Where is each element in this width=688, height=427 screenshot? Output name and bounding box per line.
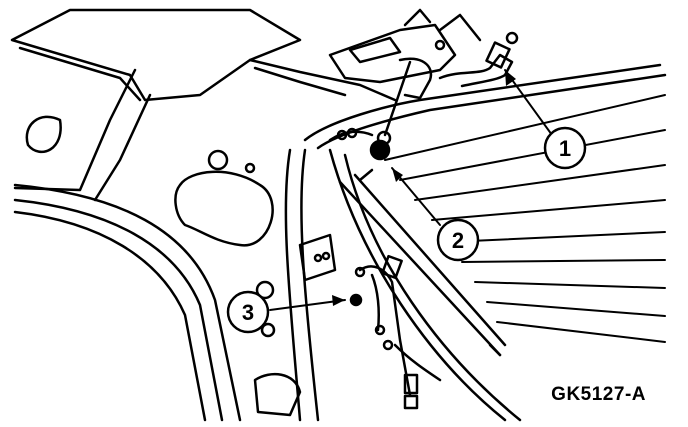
callout-label-1: 1: [559, 136, 571, 161]
glass-reflection-lines: [384, 94, 666, 343]
leader-arrowheads: [332, 70, 516, 306]
arrowhead-3: [332, 295, 345, 306]
latch-assembly: [328, 8, 482, 137]
arrowhead-1: [505, 70, 516, 86]
roof-panel: [10, 8, 397, 202]
leader-line-3: [269, 299, 346, 311]
callout-circle-2: [436, 218, 480, 262]
figure-id: GK5127-A: [551, 384, 646, 405]
callout-circle-3: [226, 290, 270, 334]
callout-label-2: 2: [452, 228, 464, 253]
arrowhead-2: [392, 168, 403, 182]
wiring-harness: [328, 127, 442, 410]
liftgate-glass: [303, 63, 667, 422]
leader-lines: [269, 69, 553, 311]
callout-label-3: 3: [242, 300, 254, 325]
callout-circle-1: [543, 126, 587, 170]
quarter-panel: [13, 148, 337, 422]
component-1-connector: [438, 31, 519, 88]
component-2-grommet: [369, 130, 392, 161]
